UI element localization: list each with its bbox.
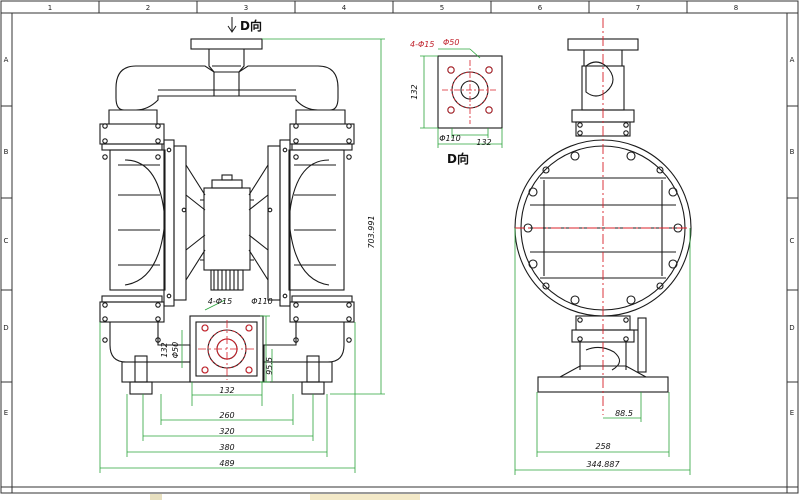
flange-side-dimension: 132 [410, 84, 419, 99]
dimension-bottom-bore: Φ50 [171, 342, 180, 358]
flange-bore-dimension: Φ50 [443, 38, 459, 47]
col-label: 4 [342, 4, 347, 12]
dimension-bottom-holes: 4-Φ15 [208, 297, 232, 306]
grid-labels: 1 2 3 4 5 6 7 8 A B C D E A B C D E [3, 4, 794, 417]
row-label: D [789, 324, 794, 332]
front-centerlines-holes [201, 324, 253, 374]
front-view [99, 38, 355, 395]
flange-dimension-lines [420, 48, 503, 148]
col-label: 6 [538, 4, 543, 12]
row-label: A [4, 56, 9, 64]
row-label: B [790, 148, 795, 156]
dimension-260: 260 [219, 411, 234, 420]
front-dimension-lines [99, 38, 385, 473]
dimension-320: 320 [219, 427, 234, 436]
side-dimension-258: 258 [595, 442, 610, 451]
front-centerlines [198, 320, 256, 380]
side-dimension-lines [514, 228, 691, 475]
dimension-489: 489 [219, 459, 234, 468]
side-centerline [515, 18, 690, 415]
row-label: C [790, 237, 795, 245]
dimension-380: 380 [219, 443, 234, 452]
row-label: A [790, 56, 795, 64]
row-label: E [790, 409, 794, 417]
dimension-bottom-side: 132 [160, 342, 169, 357]
flange-centerlines [442, 60, 498, 124]
col-label: 3 [244, 4, 248, 12]
flange-holes-dimension: 4-Φ15 [410, 40, 434, 49]
flange-pcd-dimension: Φ110 [439, 134, 461, 143]
flange-bottom-dimension: 132 [476, 138, 491, 147]
dimension-inlet-height: 95.5 [265, 357, 274, 375]
side-dimension-885: 88.5 [615, 409, 633, 418]
row-label: C [4, 237, 9, 245]
dimension-height: 703.991 [367, 215, 376, 248]
col-label: 5 [440, 4, 444, 12]
col-label: 7 [636, 4, 640, 12]
row-label: D [3, 324, 8, 332]
col-label: 8 [734, 4, 738, 12]
col-label: 1 [48, 4, 52, 12]
dimension-bottom-pcd: Φ110 [251, 297, 273, 306]
row-label: E [4, 409, 8, 417]
top-view-label: D向 [240, 18, 262, 33]
dimension-132: 132 [219, 386, 234, 395]
flange-view-label: D向 [447, 151, 469, 166]
side-dimension-total: 344.887 [586, 460, 620, 469]
view-arrow-icon [227, 17, 237, 33]
row-label: B [4, 148, 9, 156]
col-label: 2 [146, 4, 150, 12]
